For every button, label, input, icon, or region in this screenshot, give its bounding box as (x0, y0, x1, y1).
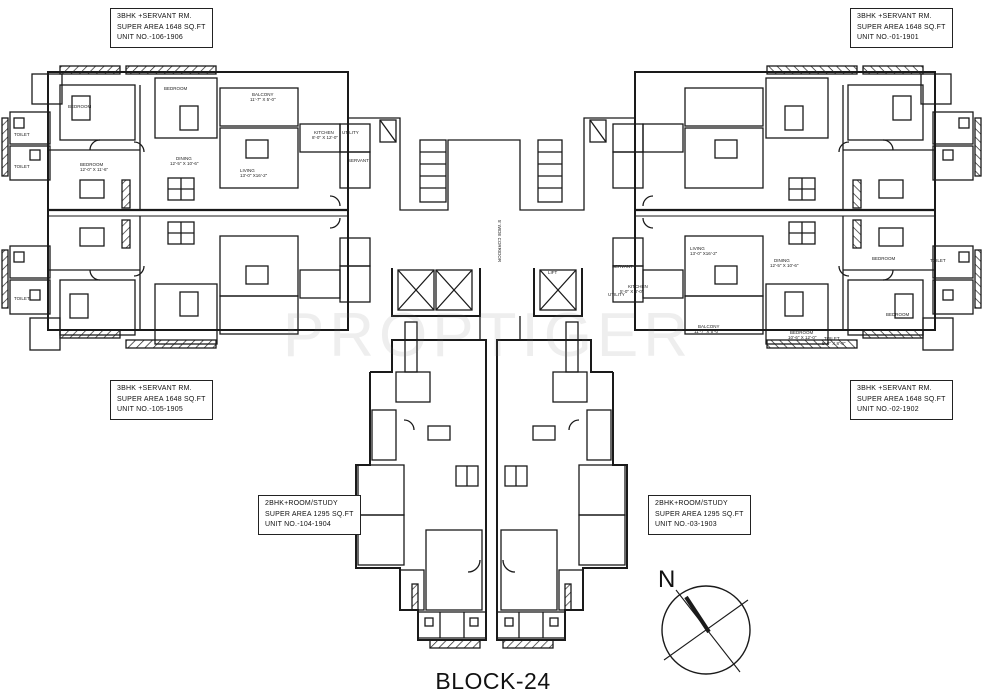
utility-label-right: UTILITY (608, 292, 625, 297)
unit-type: 3BHK +SERVANT RM. (117, 13, 192, 20)
dining-label-right: DINING (774, 258, 790, 263)
bedroom-label-right-2: BEDROOM (790, 330, 814, 335)
lift-label-right: LIFT (548, 270, 558, 275)
unit-info-box-1904: 2BHK+ROOM/STUDY SUPER AREA 1295 SQ.FT UN… (258, 495, 361, 535)
central-core (348, 117, 635, 340)
living-dim-right: 13'-0" X16'-2" (690, 251, 718, 256)
toilet-dim-right: 5'-0" X 8'-0" (822, 341, 846, 346)
unit-area: SUPER AREA 1295 SQ.FT (265, 510, 354, 518)
unit-number: UNIT NO.-03-1903 (655, 521, 717, 528)
bedroom-label-left: BEDROOM (68, 104, 92, 109)
unit-info-box-1903: 2BHK+ROOM/STUDY SUPER AREA 1295 SQ.FT UN… (648, 495, 751, 535)
unit-area: SUPER AREA 1648 SQ.FT (117, 395, 206, 403)
unit-number: UNIT NO.-01-1901 (857, 34, 919, 41)
unit-type: 3BHK +SERVANT RM. (857, 385, 932, 392)
unit-area: SUPER AREA 1295 SQ.FT (655, 510, 744, 518)
bedroom-label-right-3: BEDROOM (886, 312, 910, 317)
servant-label-right: SERVANT (612, 264, 633, 269)
right-wing (612, 65, 982, 351)
unit-area: SUPER AREA 1648 SQ.FT (117, 23, 206, 31)
unit-number: UNIT NO.-02-1902 (857, 406, 919, 413)
dining-dim-right: 12'-5" X 10'-6" (770, 263, 799, 268)
unit-type: 2BHK+ROOM/STUDY (655, 500, 728, 507)
balcony-dim-right: 11'-7" X 5'-0" (694, 329, 720, 334)
balcony-label-right: BALCONY (698, 324, 720, 329)
living-dim-left: 13'-0" X16'-2" (240, 173, 268, 178)
kitchen-dim-right: 5'-0" X 8'-0" (620, 289, 644, 294)
unit-type: 3BHK +SERVANT RM. (117, 385, 192, 392)
kitchen-dim-left: 8'-0" X 12'-0" (312, 135, 338, 140)
bedroom-label-left-2: BEDROOM (164, 86, 188, 91)
bedroom-label-left-3: BEDROOM (80, 162, 104, 167)
corridor-label: 5' WIDE CORRIDOR (497, 220, 502, 263)
unit-number: UNIT NO.-105-1905 (117, 406, 183, 413)
toilet-label-left: TOILET (14, 132, 30, 137)
kitchen-label-right: KITCHEN (628, 284, 648, 289)
toilet-label-left-2: TOILET (14, 164, 30, 169)
kitchen-label-left: KITCHEN (314, 130, 334, 135)
north-label: N (658, 566, 676, 593)
unit-area: SUPER AREA 1648 SQ.FT (857, 23, 946, 31)
watermark: PROPTIGER (282, 301, 694, 370)
bedroom-dim-left: 12'-0" X 11'-6" (80, 167, 108, 172)
bedroom-dim-right: 10'-6" X 12'-0" (788, 335, 817, 340)
unit-info-box-1901: 3BHK +SERVANT RM. SUPER AREA 1648 SQ.FT … (850, 8, 953, 48)
unit-area: SUPER AREA 1648 SQ.FT (857, 395, 946, 403)
dining-dim-left: 12'-5" X 10'-6" (170, 161, 199, 166)
toilet-label-right: TOILET (824, 336, 840, 341)
unit-info-box-1905: 3BHK +SERVANT RM. SUPER AREA 1648 SQ.FT … (110, 380, 213, 420)
unit-type: 2BHK+ROOM/STUDY (265, 500, 338, 507)
living-label-right: LIVING (690, 246, 705, 251)
left-wing (1, 65, 371, 351)
servant-label-left: SERVANT (348, 158, 369, 163)
dining-label-left: DINING (176, 156, 192, 161)
south-wing (355, 321, 628, 649)
unit-info-box-1902: 3BHK +SERVANT RM. SUPER AREA 1648 SQ.FT … (850, 380, 953, 420)
utility-label-left: UTILITY (342, 130, 359, 135)
balcony-dim-left: 11'-7" X 5'-0" (250, 97, 276, 102)
unit-type: 3BHK +SERVANT RM. (857, 13, 932, 20)
unit-number: UNIT NO.-106-1906 (117, 34, 183, 41)
toilet-label-right-2: TOILET (930, 258, 946, 263)
toilet-label-left-3: TOILET (14, 296, 30, 301)
living-label-left: LIVING (240, 168, 255, 173)
block-title: BLOCK-24 (435, 668, 551, 694)
unit-number: UNIT NO.-104-1904 (265, 521, 331, 528)
balcony-label-left: BALCONY (252, 92, 274, 97)
bedroom-label-right: BEDROOM (872, 256, 896, 261)
north-arrow-icon (661, 585, 751, 675)
unit-info-box-1906: 3BHK +SERVANT RM. SUPER AREA 1648 SQ.FT … (110, 8, 213, 48)
